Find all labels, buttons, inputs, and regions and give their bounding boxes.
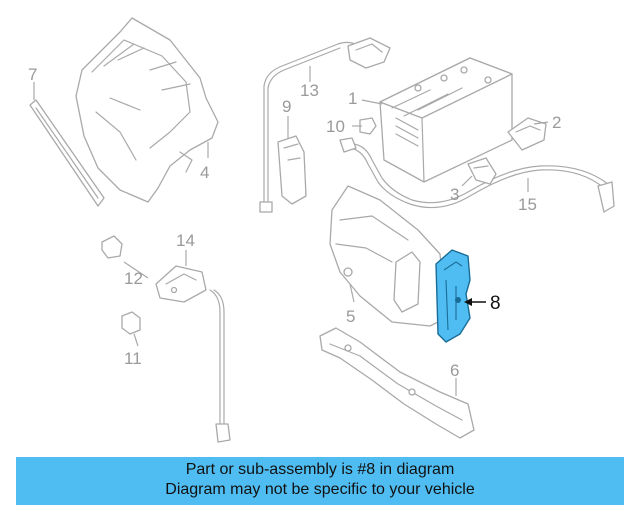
part-3-clamp	[467, 157, 497, 185]
callout-7: 7	[28, 65, 37, 84]
callout-11: 11	[124, 349, 142, 368]
info-banner: Part or sub-assembly is #8 in diagram Di…	[16, 457, 624, 505]
callout-4: 4	[200, 163, 209, 182]
callout-12: 12	[124, 269, 143, 288]
part-4-panel	[75, 17, 219, 203]
part-8-shape	[435, 249, 471, 343]
part-7-strip	[29, 99, 105, 207]
part-6-rail	[319, 327, 475, 439]
callout-labels: 7 4 13 9 10 1 2 3 15 14 12 11 5 6 8	[28, 65, 561, 380]
part-8-bracket-highlighted	[435, 249, 471, 343]
part-13-cable	[259, 37, 391, 213]
callout-5: 5	[346, 307, 355, 326]
callout-2: 2	[552, 113, 561, 132]
callout-13: 13	[300, 81, 319, 100]
parts-diagram: 7 4 13 9 10 1 2 3 15 14 12 11 5 6 8	[28, 17, 615, 443]
leader-lines	[33, 66, 549, 396]
part-12-cap	[101, 235, 123, 259]
part-11-clip	[121, 311, 141, 335]
callout-15: 15	[518, 195, 537, 214]
callout-8: 8	[490, 293, 501, 314]
callout-3: 3	[450, 185, 459, 204]
part-1-battery	[379, 57, 513, 183]
callout-14: 14	[176, 231, 195, 250]
banner-line-1: Part or sub-assembly is #8 in diagram	[185, 461, 455, 478]
part-14-hinge-rod	[155, 265, 231, 443]
part-9-bracket	[277, 135, 307, 205]
part-15-cable	[339, 137, 615, 213]
callout-9: 9	[282, 97, 291, 116]
callout-1: 1	[348, 89, 357, 108]
part-10-bolt	[359, 117, 377, 135]
banner-line-2: Diagram may not be specific to your vehi…	[165, 481, 475, 498]
callout-6: 6	[450, 361, 459, 380]
callout-10: 10	[326, 117, 345, 136]
part-2-bracket	[507, 117, 547, 151]
